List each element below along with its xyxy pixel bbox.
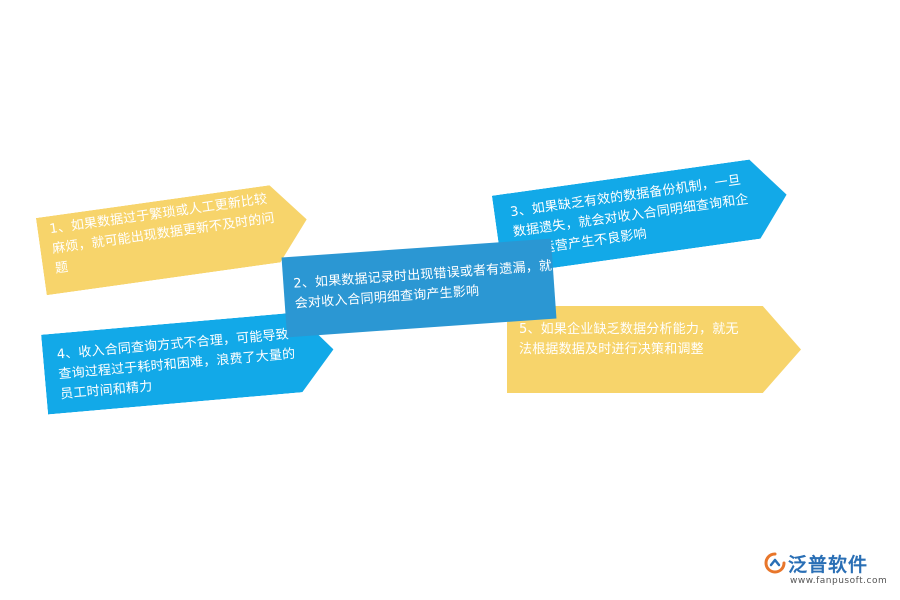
logo-url: www.fanpusoft.com <box>790 576 888 586</box>
issue-text-5: 5、如果企业缺乏数据分析能力，就无法根据数据及时进行决策和调整 <box>519 322 739 357</box>
issue-text-2: 2、如果数据记录时出现错误或者有遗漏，就会对收入合同明细查询产生影响 <box>292 258 553 312</box>
fanpu-logo-icon <box>764 552 786 574</box>
issue-card-1: 1、如果数据过于繁琐或人工更新比较麻烦，就可能出现数据更新不及时的问题 <box>36 181 312 296</box>
issue-card-5: 5、如果企业缺乏数据分析能力，就无法根据数据及时进行决策和调整 <box>507 306 801 393</box>
brand-logo: 泛普软件 www.fanpusoft.com <box>760 552 890 588</box>
issue-text-1: 1、如果数据过于繁琐或人工更新比较麻烦，就可能出现数据更新不及时的问题 <box>48 191 276 277</box>
issue-text-4: 4、收入合同查询方式不合理，可能导致查询过程过于耗时和困难，浪费了大量的员工时间… <box>56 327 296 403</box>
logo-name: 泛普软件 <box>788 554 869 576</box>
